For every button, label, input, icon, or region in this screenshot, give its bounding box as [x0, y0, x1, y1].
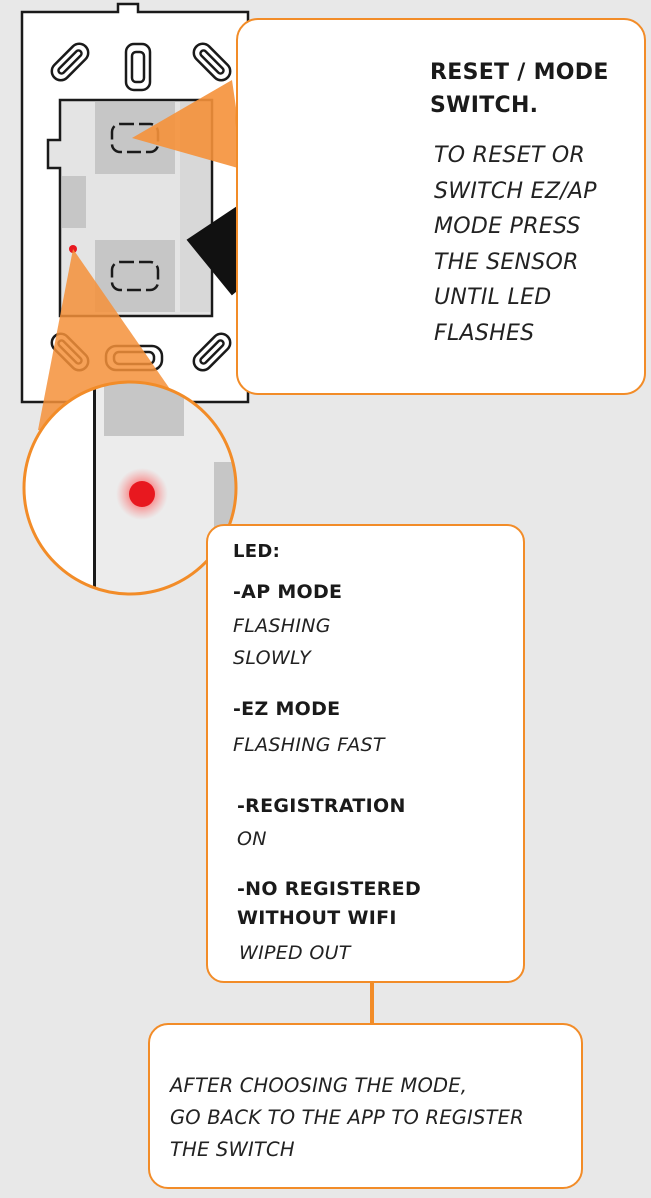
- reset-desc-line: FLASHES: [434, 320, 535, 346]
- final-instruction-text: AFTER CHOOSING THE MODE, GO BACK TO THE …: [170, 1070, 524, 1166]
- reset-desc-line: THE SENSOR: [434, 249, 579, 275]
- reset-desc-line: UNTIL LED: [434, 285, 552, 310]
- mode-state: FLASHING FAST: [233, 734, 385, 756]
- reset-desc-line: TO RESET OR: [434, 143, 586, 168]
- mode-name: WITHOUT WIFI: [237, 907, 397, 929]
- mode-state: FLASHING: [233, 615, 331, 637]
- final-instruction-callout: AFTER CHOOSING THE MODE, GO BACK TO THE …: [148, 1023, 583, 1189]
- mode-name: -NO REGISTERED: [237, 878, 422, 900]
- led-heading: LED:: [233, 541, 281, 562]
- reset-title-line: SWITCH.: [430, 93, 539, 118]
- reset-mode-title: RESET / MODE SWITCH.: [430, 56, 609, 122]
- connector-line: [370, 983, 374, 1024]
- reset-desc-line: MODE PRESS: [434, 214, 581, 239]
- reset-mode-description: TO RESET OR SWITCH EZ/AP MODE PRESS THE …: [434, 138, 597, 351]
- reset-desc-line: SWITCH EZ/AP: [434, 178, 597, 204]
- final-line: THE SWITCH: [170, 1138, 295, 1161]
- mode-state: SLOWLY: [233, 647, 311, 669]
- mode-state: ON: [237, 828, 267, 850]
- reset-mode-callout: RESET / MODE SWITCH. TO RESET OR SWITCH …: [236, 18, 646, 395]
- mode-name: -REGISTRATION: [237, 795, 406, 817]
- final-line: AFTER CHOOSING THE MODE,: [170, 1074, 468, 1097]
- zoom-beam-top: [132, 80, 245, 170]
- reset-title-line: RESET / MODE: [430, 60, 609, 85]
- mode-state: WIPED OUT: [239, 942, 351, 964]
- final-line: GO BACK TO THE APP TO REGISTER: [170, 1106, 524, 1129]
- mode-name: -AP MODE: [233, 581, 343, 603]
- mode-name: -EZ MODE: [233, 698, 341, 720]
- led-info-callout: LED: -AP MODE FLASHING SLOWLY -EZ MODE F…: [206, 524, 525, 983]
- led-indicator: [129, 481, 155, 507]
